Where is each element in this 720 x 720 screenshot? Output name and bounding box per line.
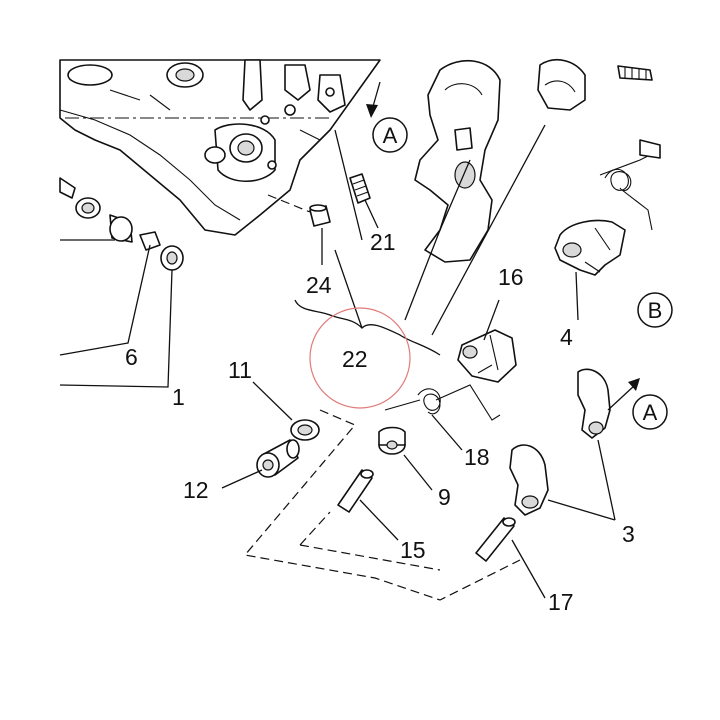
callout-9: 9	[438, 484, 451, 510]
assembly-guide-lines	[243, 409, 521, 601]
view-marker-a-right: A	[632, 394, 668, 430]
callout-12: 12	[183, 477, 209, 503]
lever-lower-right	[509, 444, 549, 516]
shift-fork	[414, 59, 653, 263]
callout-6: 6	[125, 344, 138, 370]
view-a-arrow-right	[607, 378, 640, 411]
callout-3: 3	[622, 521, 635, 547]
view-marker-b: B	[637, 292, 673, 328]
callout-4: 4	[560, 324, 573, 350]
view-marker-a-right-label: A	[643, 400, 658, 425]
washer-11	[290, 419, 320, 441]
callout-1: 1	[172, 384, 185, 410]
pin-21	[349, 173, 371, 204]
group-bracket-22	[294, 124, 546, 356]
callout-21: 21	[370, 229, 396, 255]
bushing-left	[59, 177, 184, 271]
callout-labels: 21 24 16 4 22 6 1 11 12 18 9 3 15 17	[125, 229, 635, 615]
plug-12	[256, 439, 300, 478]
torsion-spring-18	[384, 384, 501, 421]
detent-block-16	[457, 329, 517, 383]
callout-16: 16	[498, 264, 524, 290]
callout-17: 17	[548, 589, 574, 615]
callout-24: 24	[306, 272, 332, 298]
pin-17	[475, 517, 516, 562]
pawl-part-4	[554, 219, 626, 276]
callout-11: 11	[228, 357, 252, 383]
pin-24	[309, 204, 331, 227]
callout-18: 18	[464, 444, 490, 470]
view-a-arrow-top	[366, 81, 381, 118]
callout-22: 22	[342, 346, 368, 372]
lever-upper-right	[577, 368, 611, 439]
view-marker-a-top: A	[372, 117, 408, 153]
view-marker-b-label: B	[648, 298, 663, 323]
engine-housing	[59, 59, 381, 236]
view-marker-a-top-label: A	[383, 123, 398, 148]
leader-lines	[59, 199, 616, 599]
pin-15	[337, 469, 374, 513]
bush-9	[378, 426, 406, 455]
callout-15: 15	[400, 537, 426, 563]
spring-upper-right	[599, 139, 661, 231]
highlight-circle-22	[309, 307, 411, 409]
